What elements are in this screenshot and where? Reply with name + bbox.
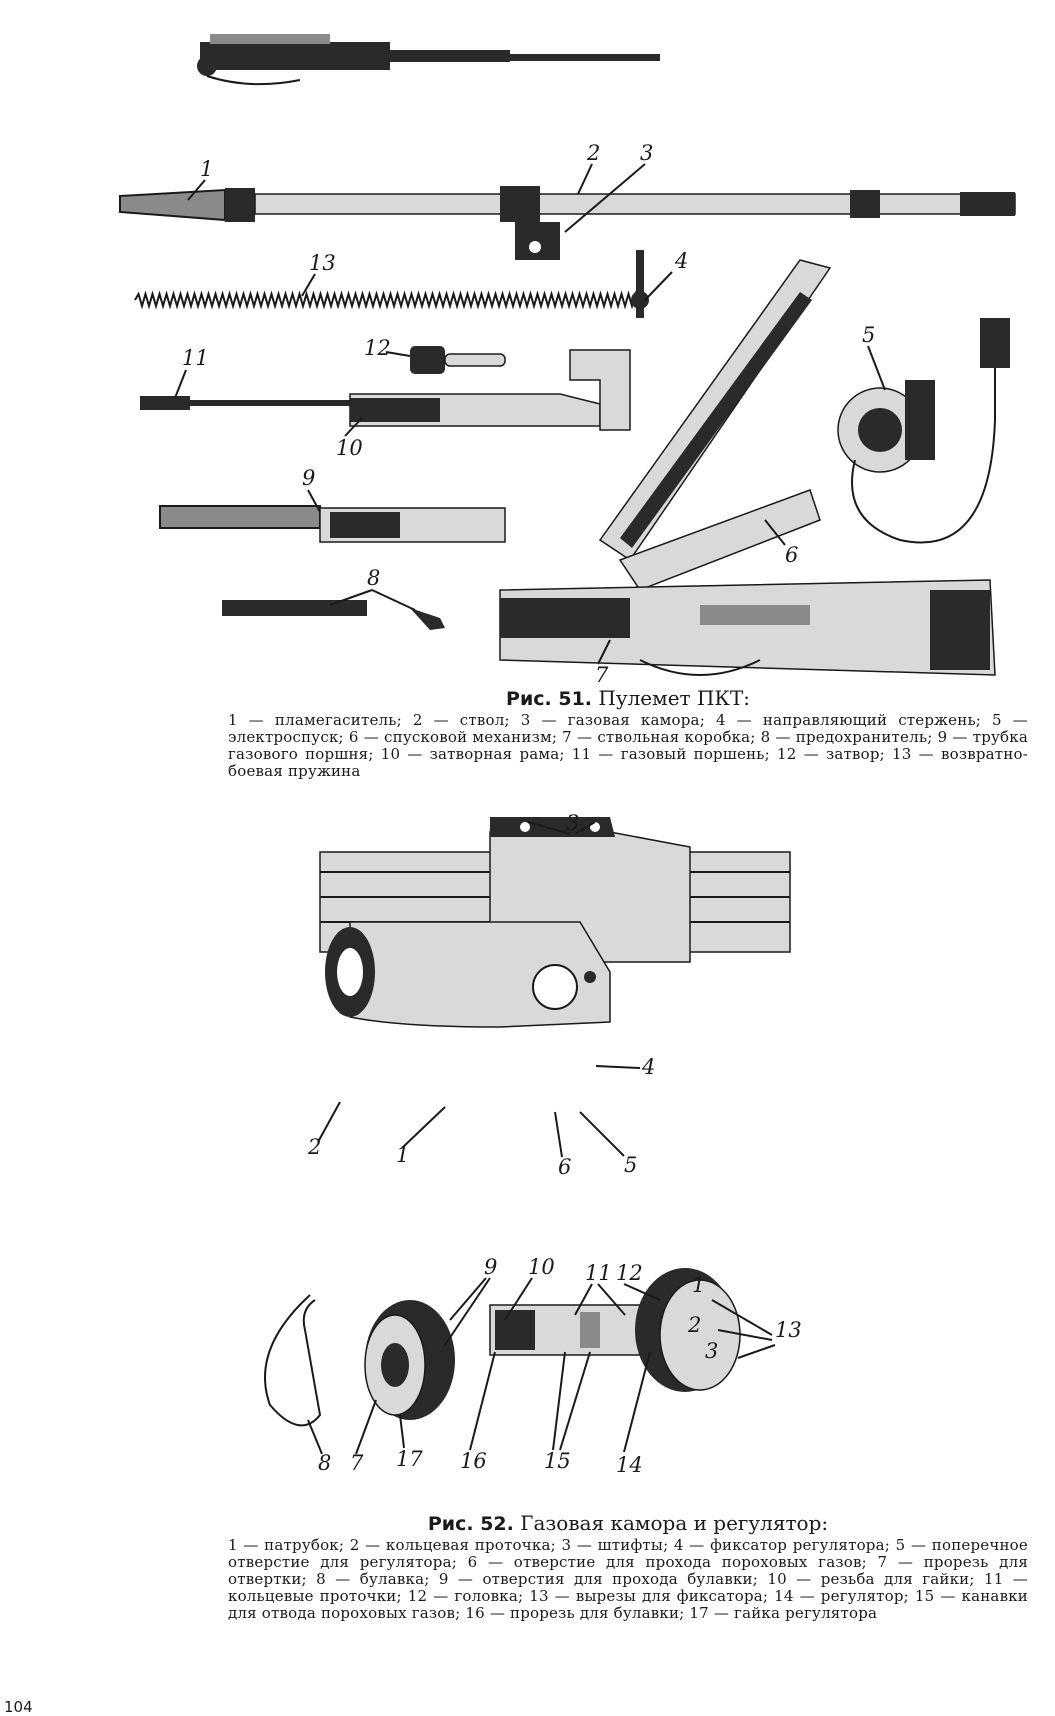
callout-1: 1 [200, 157, 213, 181]
figure-52-number: Рис. 52. [427, 1513, 514, 1535]
callout-15: 15 [544, 1449, 571, 1473]
barrel-illustration [119, 186, 1016, 260]
callout-9: 9 [302, 466, 315, 490]
callout-4: 4 [641, 1055, 655, 1079]
figure-51-number: Рис. 51. [506, 688, 593, 710]
callout-9: 9 [484, 1255, 497, 1279]
callout-7: 7 [350, 1451, 364, 1475]
dial-mark-1: 1 [692, 1273, 705, 1297]
regulator-parts-figure: 1 2 3 9 10 11 12 13 8 7 17 16 15 14 [264, 1255, 802, 1477]
trigger-mechanism-illustration [598, 259, 832, 591]
callout-12: 12 [364, 336, 391, 360]
callout-10: 10 [528, 1255, 555, 1279]
electric-trigger-illustration [837, 318, 1010, 544]
figure-52-title: Рис. 52. Газовая камора и регулятор: [228, 1513, 1028, 1535]
callout-10: 10 [336, 436, 363, 460]
pin-illustration [264, 1294, 322, 1427]
callout-6: 6 [558, 1155, 571, 1179]
figure-51-machine-gun-parts: 1 2 3 4 5 6 7 8 9 10 11 12 13 [119, 34, 1016, 687]
page-number: 104 [4, 1698, 33, 1716]
return-spring-illustration [134, 250, 649, 318]
callout-11: 11 [182, 346, 209, 370]
receiver-illustration [499, 579, 996, 676]
callout-13: 13 [309, 251, 336, 275]
bolt-carrier-illustration [140, 349, 631, 431]
figure-52-callouts: 3 4 2 1 6 5 [307, 812, 655, 1179]
figure-53-callouts: 9 10 11 12 13 8 7 17 16 15 14 [307, 1255, 802, 1477]
callout-8: 8 [318, 1451, 331, 1475]
gas-chamber-on-barrel-figure: 3 4 2 1 6 5 [307, 812, 791, 1179]
figure-51-caption: Рис. 51. Пулемет ПКТ: 1 — пламегаситель;… [228, 688, 1028, 780]
callout-5: 5 [624, 1153, 637, 1177]
figure-52-caption: Рис. 52. Газовая камора и регулятор: 1 —… [228, 1513, 1028, 1622]
figure-52-legend: 1 — патрубок; 2 — кольцевая проточка; 3 … [228, 1536, 1028, 1622]
dial-mark-3: 3 [705, 1339, 718, 1363]
callout-2: 2 [586, 141, 600, 165]
dial-mark-2: 2 [687, 1313, 701, 1337]
callout-5: 5 [862, 323, 875, 347]
figure-51-legend: 1 — пламегаситель; 2 — ствол; 3 — газова… [228, 711, 1028, 780]
figure-52-title-text: Газовая камора и регулятор: [520, 1511, 829, 1535]
callout-8: 8 [367, 566, 380, 590]
gas-chamber-illustration [319, 817, 791, 1028]
callout-1: 1 [396, 1143, 409, 1167]
callout-7: 7 [595, 663, 609, 687]
callout-13: 13 [775, 1318, 802, 1342]
callout-3: 3 [566, 812, 579, 835]
callout-4: 4 [674, 249, 688, 273]
callout-16: 16 [460, 1449, 487, 1473]
gas-piston-tube-illustration [159, 505, 506, 543]
callout-11: 11 [585, 1261, 612, 1285]
figure-51-title: Рис. 51. Пулемет ПКТ: [228, 688, 1028, 710]
figure-51-title-text: Пулемет ПКТ: [598, 686, 750, 710]
callout-14: 14 [616, 1453, 643, 1477]
callout-3: 3 [640, 141, 653, 165]
callout-17: 17 [396, 1447, 423, 1471]
figure-51-callouts: 1 2 3 4 5 6 7 8 9 10 11 12 13 [174, 141, 886, 687]
callout-6: 6 [785, 543, 798, 567]
regulator-nut-illustration [364, 1300, 455, 1420]
bolt-illustration [410, 346, 506, 374]
assembled-machine-gun-illustration [197, 34, 660, 86]
callout-12: 12 [616, 1261, 643, 1285]
